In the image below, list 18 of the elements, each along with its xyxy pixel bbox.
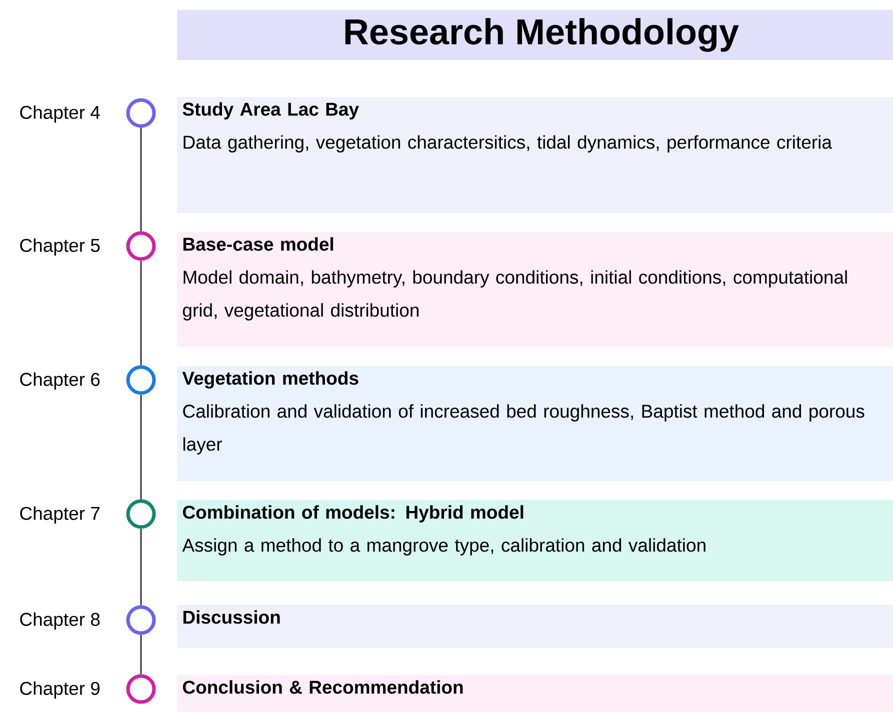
chapter-label: Chapter 7 <box>20 506 100 524</box>
chapter-box: Conclusion & Recommendation <box>177 675 893 712</box>
chapter-box: Study Area Lac Bay Data gathering, vegetation charactersitics, tidal dynamics, performance criteria <box>177 97 893 213</box>
chapter-label: Chapter 9 <box>20 681 100 699</box>
chapter-label: Chapter 5 <box>20 238 100 256</box>
chapter-label: Chapter 8 <box>20 612 100 630</box>
chapter-label: Chapter 4 <box>20 105 100 123</box>
timeline-line <box>140 528 142 606</box>
chapter-box: Discussion <box>177 605 893 648</box>
chapter-box: Vegetation methods Calibration and validation of increased bed roughness, Baptist method and porous layer <box>177 366 893 481</box>
chapter-box: Combination of models: Hybrid model Assign a method to a mangrove type, calibration and validation <box>177 500 893 581</box>
chapter-box: Base-case model Model domain, bathymetry, boundary conditions, initial conditions, computational grid, vegetational distribution <box>177 232 893 347</box>
timeline-line <box>140 634 142 674</box>
chapter-label: Chapter 6 <box>20 372 100 390</box>
timeline-line <box>140 260 142 366</box>
timeline-line <box>140 128 142 232</box>
timeline-line <box>140 394 142 500</box>
title-band: Research Methodology <box>177 10 893 60</box>
